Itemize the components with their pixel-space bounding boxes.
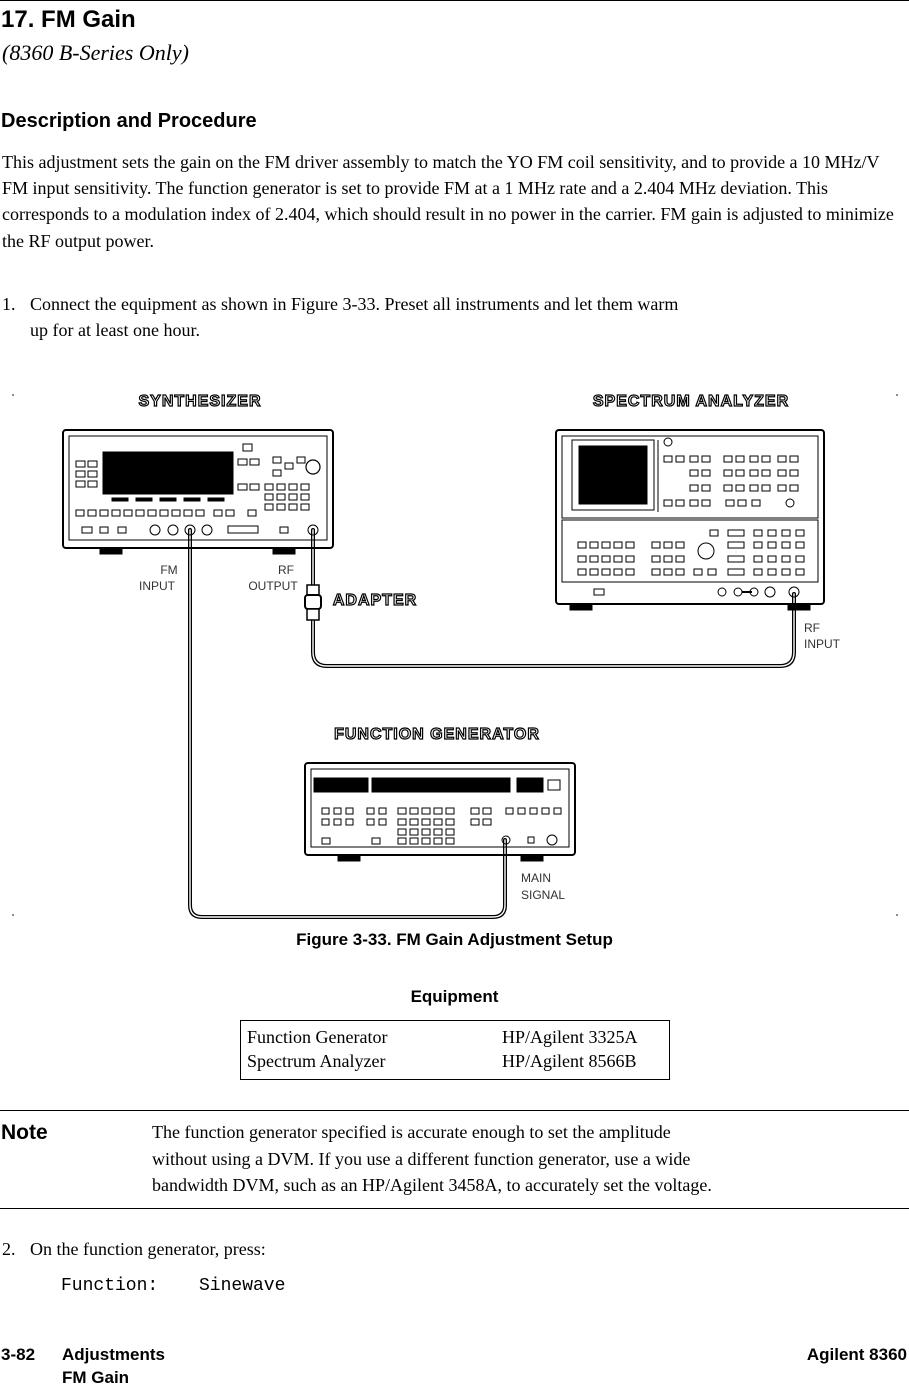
synthesizer-icon — [62, 429, 334, 555]
footer-section: Adjustments — [62, 1345, 165, 1364]
keypress-value: Sinewave — [199, 1276, 286, 1296]
note-top-rule — [0, 1110, 909, 1111]
equipment-table: Function Generator HP/Agilent 3325A Spec… — [240, 1020, 670, 1080]
equipment-name: Function Generator — [247, 1027, 388, 1047]
equipment-model: HP/Agilent 3325A — [502, 1027, 638, 1047]
equipment-name: Spectrum Analyzer — [247, 1051, 386, 1071]
page-subtitle: (8360 B-Series Only) — [2, 40, 189, 65]
main-signal-label-2: SIGNAL — [521, 888, 565, 902]
setup-diagram: SYNTHESIZER SPECTRUM ANALYZER FUNCTION G… — [12, 392, 898, 919]
rf-input-label-1: RF — [804, 621, 820, 635]
step-number: 2. — [2, 1239, 16, 1259]
step-number: 1. — [2, 294, 16, 314]
fm-input-label: INPUT — [139, 579, 176, 593]
note-line: bandwidth DVM, such as an HP/Agilent 345… — [152, 1175, 712, 1195]
function-generator-icon — [304, 762, 576, 862]
rf-output-label-1: RF — [278, 563, 294, 577]
description-paragraph: This adjustment sets the gain on the FM … — [2, 152, 894, 251]
section-heading: Description and Procedure — [1, 110, 257, 132]
footer-subsection: FM Gain — [62, 1368, 130, 1387]
note-line: without using a DVM. If you use a differ… — [152, 1148, 691, 1169]
spectrum-analyzer-icon — [555, 429, 825, 611]
equipment-model: HP/Agilent 8566B — [502, 1051, 637, 1071]
note-line: The function generator specified is accu… — [152, 1122, 671, 1142]
step-text-line-1: On the function generator, press: — [30, 1239, 266, 1259]
adapter-icon — [304, 584, 322, 621]
equipment-title: Equipment — [410, 987, 499, 1006]
function-generator-label: FUNCTION GENERATOR — [334, 726, 540, 743]
step-1: 1. Connect the equipment as shown in Fig… — [2, 291, 907, 347]
page-title: 17. FM Gain — [1, 6, 136, 33]
note-bottom-rule — [0, 1208, 909, 1209]
main-signal-label-1: MAIN — [521, 871, 551, 885]
footer-page-number: 3-82 — [1, 1345, 36, 1364]
fm-label: FM — [160, 563, 177, 577]
step-text-line-1: Connect the equipment as shown in Figure… — [30, 294, 679, 314]
note-label: Note — [1, 1121, 48, 1144]
step-text-line-2: up for at least one hour. — [30, 320, 200, 340]
synthesizer-label: SYNTHESIZER — [138, 393, 261, 410]
spectrum-analyzer-label: SPECTRUM ANALYZER — [593, 393, 789, 410]
adapter-label: ADAPTER — [333, 592, 417, 609]
rf-output-label-2: OUTPUT — [248, 579, 298, 593]
note-text: The function generator specified is accu… — [152, 1119, 907, 1199]
top-rule — [0, 0, 909, 1]
step-2: 2. On the function generator, press: — [2, 1236, 907, 1264]
keypress-key: Function: — [61, 1276, 159, 1296]
figure-caption: Figure 3-33. FM Gain Adjustment Setup — [296, 930, 613, 949]
rf-input-label-2: INPUT — [804, 637, 841, 651]
footer-product: Agilent 8360 — [806, 1345, 907, 1364]
